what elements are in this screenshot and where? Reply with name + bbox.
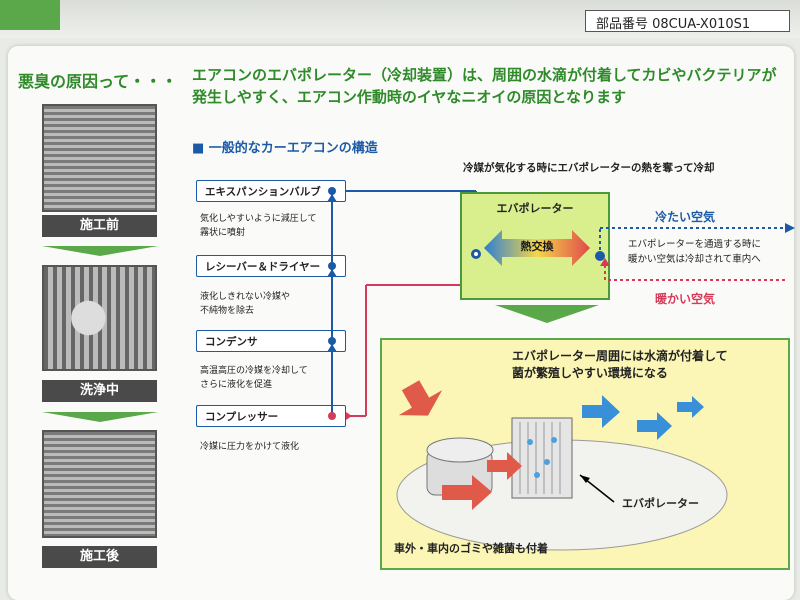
headline-lead: 悪臭の原因って・・・ — [18, 72, 178, 91]
heat-exchange-label: 熱交換 — [520, 240, 554, 253]
photo-label-after: 施工後 — [42, 546, 157, 568]
heat-exchange-arrow-icon — [484, 230, 590, 266]
component-receiver-dryer: レシーバー＆ドライヤー — [196, 255, 346, 277]
evaporator-illustration — [396, 380, 728, 551]
photo-before — [42, 104, 157, 212]
evaporator-title: エバポレーター — [496, 202, 574, 215]
photo-label-before: 施工前 — [42, 215, 157, 237]
photo-during — [42, 265, 157, 371]
top-accent — [0, 0, 60, 30]
photo-after — [42, 430, 157, 538]
component-desc-expansion-valve: 気化しやすいように減圧して 霧状に噴射 — [200, 214, 317, 238]
evaporator-box: エバポレーター 熱交換 — [460, 192, 610, 300]
component-expansion-valve: エキスパンションバルブ — [196, 180, 346, 202]
photo-label-during: 洗浄中 — [42, 380, 157, 402]
component-condenser: コンデンサ — [196, 330, 346, 352]
component-desc-compressor: 冷媒に圧力をかけて液化 — [200, 442, 300, 452]
illustration-title: エバポレーター周囲には水滴が付着して 菌が繁殖しやすい環境になる — [512, 349, 728, 380]
part-number: 部品番号 08CUA-X010S1 — [585, 10, 790, 32]
arrow-down-2 — [42, 412, 158, 422]
component-desc-condenser: 高温高圧の冷媒を冷却して さらに液化を促進 — [200, 366, 308, 390]
evaporator-note: 冷媒が気化する時にエバポレーターの熱を奪って冷却 — [463, 162, 715, 174]
component-desc-receiver-dryer: 液化しきれない冷媒や 不純物を除去 — [200, 292, 291, 316]
cold-air-label: 冷たい空気 — [655, 210, 716, 224]
airflow-note: エバポレーターを通過する時に 暖かい空気は冷却されて車内へ — [628, 239, 762, 265]
arrow-down-to-panel — [495, 305, 599, 323]
component-compressor: コンプレッサー — [196, 405, 346, 427]
structure-title: ■ 一般的なカーエアコンの構造 — [192, 141, 378, 156]
headline-text: エアコンのエバポレーター（冷却装置）は、周囲の水滴が付着してカビやバクテリアが発… — [192, 66, 777, 106]
illustration-panel: エバポレーター周囲には水滴が付着して 菌が繁殖しやすい環境になる エバポレーター… — [380, 338, 790, 570]
arrow-down-1 — [42, 246, 158, 256]
illustration-evaporator-label: エバポレーター — [622, 497, 699, 510]
illustration-footer: 車外・車内のゴミや雑菌も付着 — [394, 542, 548, 555]
warm-air-label: 暖かい空気 — [655, 292, 716, 306]
